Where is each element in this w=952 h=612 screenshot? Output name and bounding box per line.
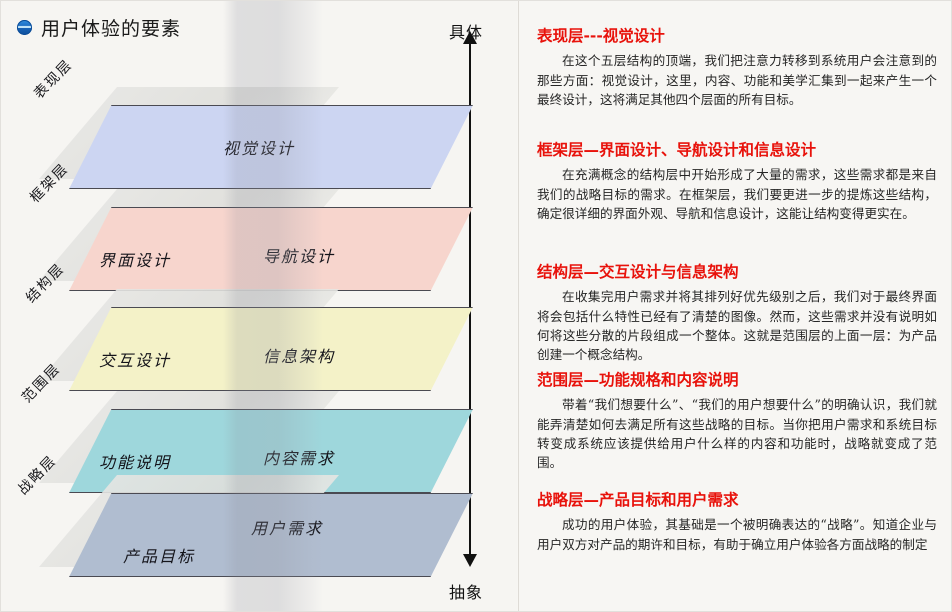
explanation-section: 表现层---视觉设计在这个五层结构的顶端，我们把注意力转移到系统用户会注意到的那… <box>519 27 951 109</box>
layer-center-label: 内容需求 <box>263 449 336 468</box>
layer-plane[interactable] <box>69 105 473 189</box>
layer-side-label: 表现层 <box>31 56 77 103</box>
diagram-layer[interactable]: 交互设计 信息架构 <box>1 289 517 403</box>
layer-plane-edge <box>69 307 473 391</box>
blue-sphere-bullet-icon <box>17 20 32 35</box>
diagram-layer[interactable]: 产品目标 用户需求 <box>1 475 517 589</box>
layer-center-label: 视觉设计 <box>223 139 296 158</box>
arrow-down-icon <box>463 554 477 567</box>
section-body: 在收集完用户需求并将其排列好优先级别之后，我们对于最终界面将会包括什么特性已经有… <box>537 289 937 362</box>
page-title: 用户体验的要素 <box>17 14 181 41</box>
layer-left-label: 功能说明 <box>99 453 172 472</box>
section-body: 在充满概念的结构层中开始形成了大量的需求，这些需求都是来自我们的战略目标的需求。… <box>537 167 937 221</box>
explanation-panel: 表现层---视觉设计在这个五层结构的顶端，我们把注意力转移到系统用户会注意到的那… <box>518 1 951 611</box>
section-heading: 范围层—功能规格和内容说明 <box>537 371 739 389</box>
diagram-layer[interactable]: 视觉设计 <box>1 87 517 201</box>
axis-label-abstract: 抽象 <box>449 583 484 602</box>
layer-plane[interactable] <box>69 307 473 391</box>
axis-label-concrete: 具体 <box>449 23 484 42</box>
section-body: 在这个五层结构的顶端，我们把注意力转移到系统用户会注意到的那些方面：视觉设计，这… <box>537 53 937 107</box>
section-heading: 战略层—产品目标和用户需求 <box>537 491 739 509</box>
explanation-section: 战略层—产品目标和用户需求成功的用户体验，其基础是一个被明确表达的“战略”。知道… <box>519 491 951 554</box>
explanation-section: 框架层—界面设计、导航设计和信息设计在充满概念的结构层中开始形成了大量的需求，这… <box>519 141 951 223</box>
layer-plane-edge <box>69 493 473 577</box>
layer-left-label: 交互设计 <box>99 351 172 370</box>
section-heading: 框架层—界面设计、导航设计和信息设计 <box>537 141 817 159</box>
page-title-text: 用户体验的要素 <box>41 18 182 40</box>
layer-center-label: 用户需求 <box>251 519 324 538</box>
explanation-section: 范围层—功能规格和内容说明带着“我们想要什么”、“我们的用户想要什么”的明确认识… <box>519 371 951 472</box>
diagram-layer[interactable]: 界面设计 导航设计 <box>1 189 517 303</box>
section-heading: 结构层—交互设计与信息架构 <box>537 263 739 281</box>
layer-plane[interactable] <box>69 493 473 577</box>
section-body: 带着“我们想要什么”、“我们的用户想要什么”的明确认识，我们就能弄清楚如何去满足… <box>537 397 937 470</box>
five-layer-stack: 视觉设计表现层界面设计导航设计框架层交互设计信息架构结构层功能说明内容需求范围层… <box>1 1 517 611</box>
section-body: 成功的用户体验，其基础是一个被明确表达的“战略”。知道企业与用户双方对产品的期许… <box>537 517 937 552</box>
layer-center-label: 导航设计 <box>263 247 336 266</box>
layer-center-label: 信息架构 <box>263 347 336 366</box>
diagram-panel: 用户体验的要素 具体 抽象 视觉设计表现层界面设计导航设计框架层交互设计信息架构… <box>1 1 517 611</box>
explanation-section: 结构层—交互设计与信息架构在收集完用户需求并将其排列好优先级别之后，我们对于最终… <box>519 263 951 364</box>
section-heading: 表现层---视觉设计 <box>537 27 665 45</box>
layer-left-label: 产品目标 <box>123 547 196 566</box>
arrow-up-icon <box>463 31 477 44</box>
layer-left-label: 界面设计 <box>99 251 172 270</box>
concrete-abstract-axis <box>463 31 477 567</box>
layer-plane-edge <box>69 105 473 189</box>
layer-plane[interactable] <box>69 207 473 291</box>
